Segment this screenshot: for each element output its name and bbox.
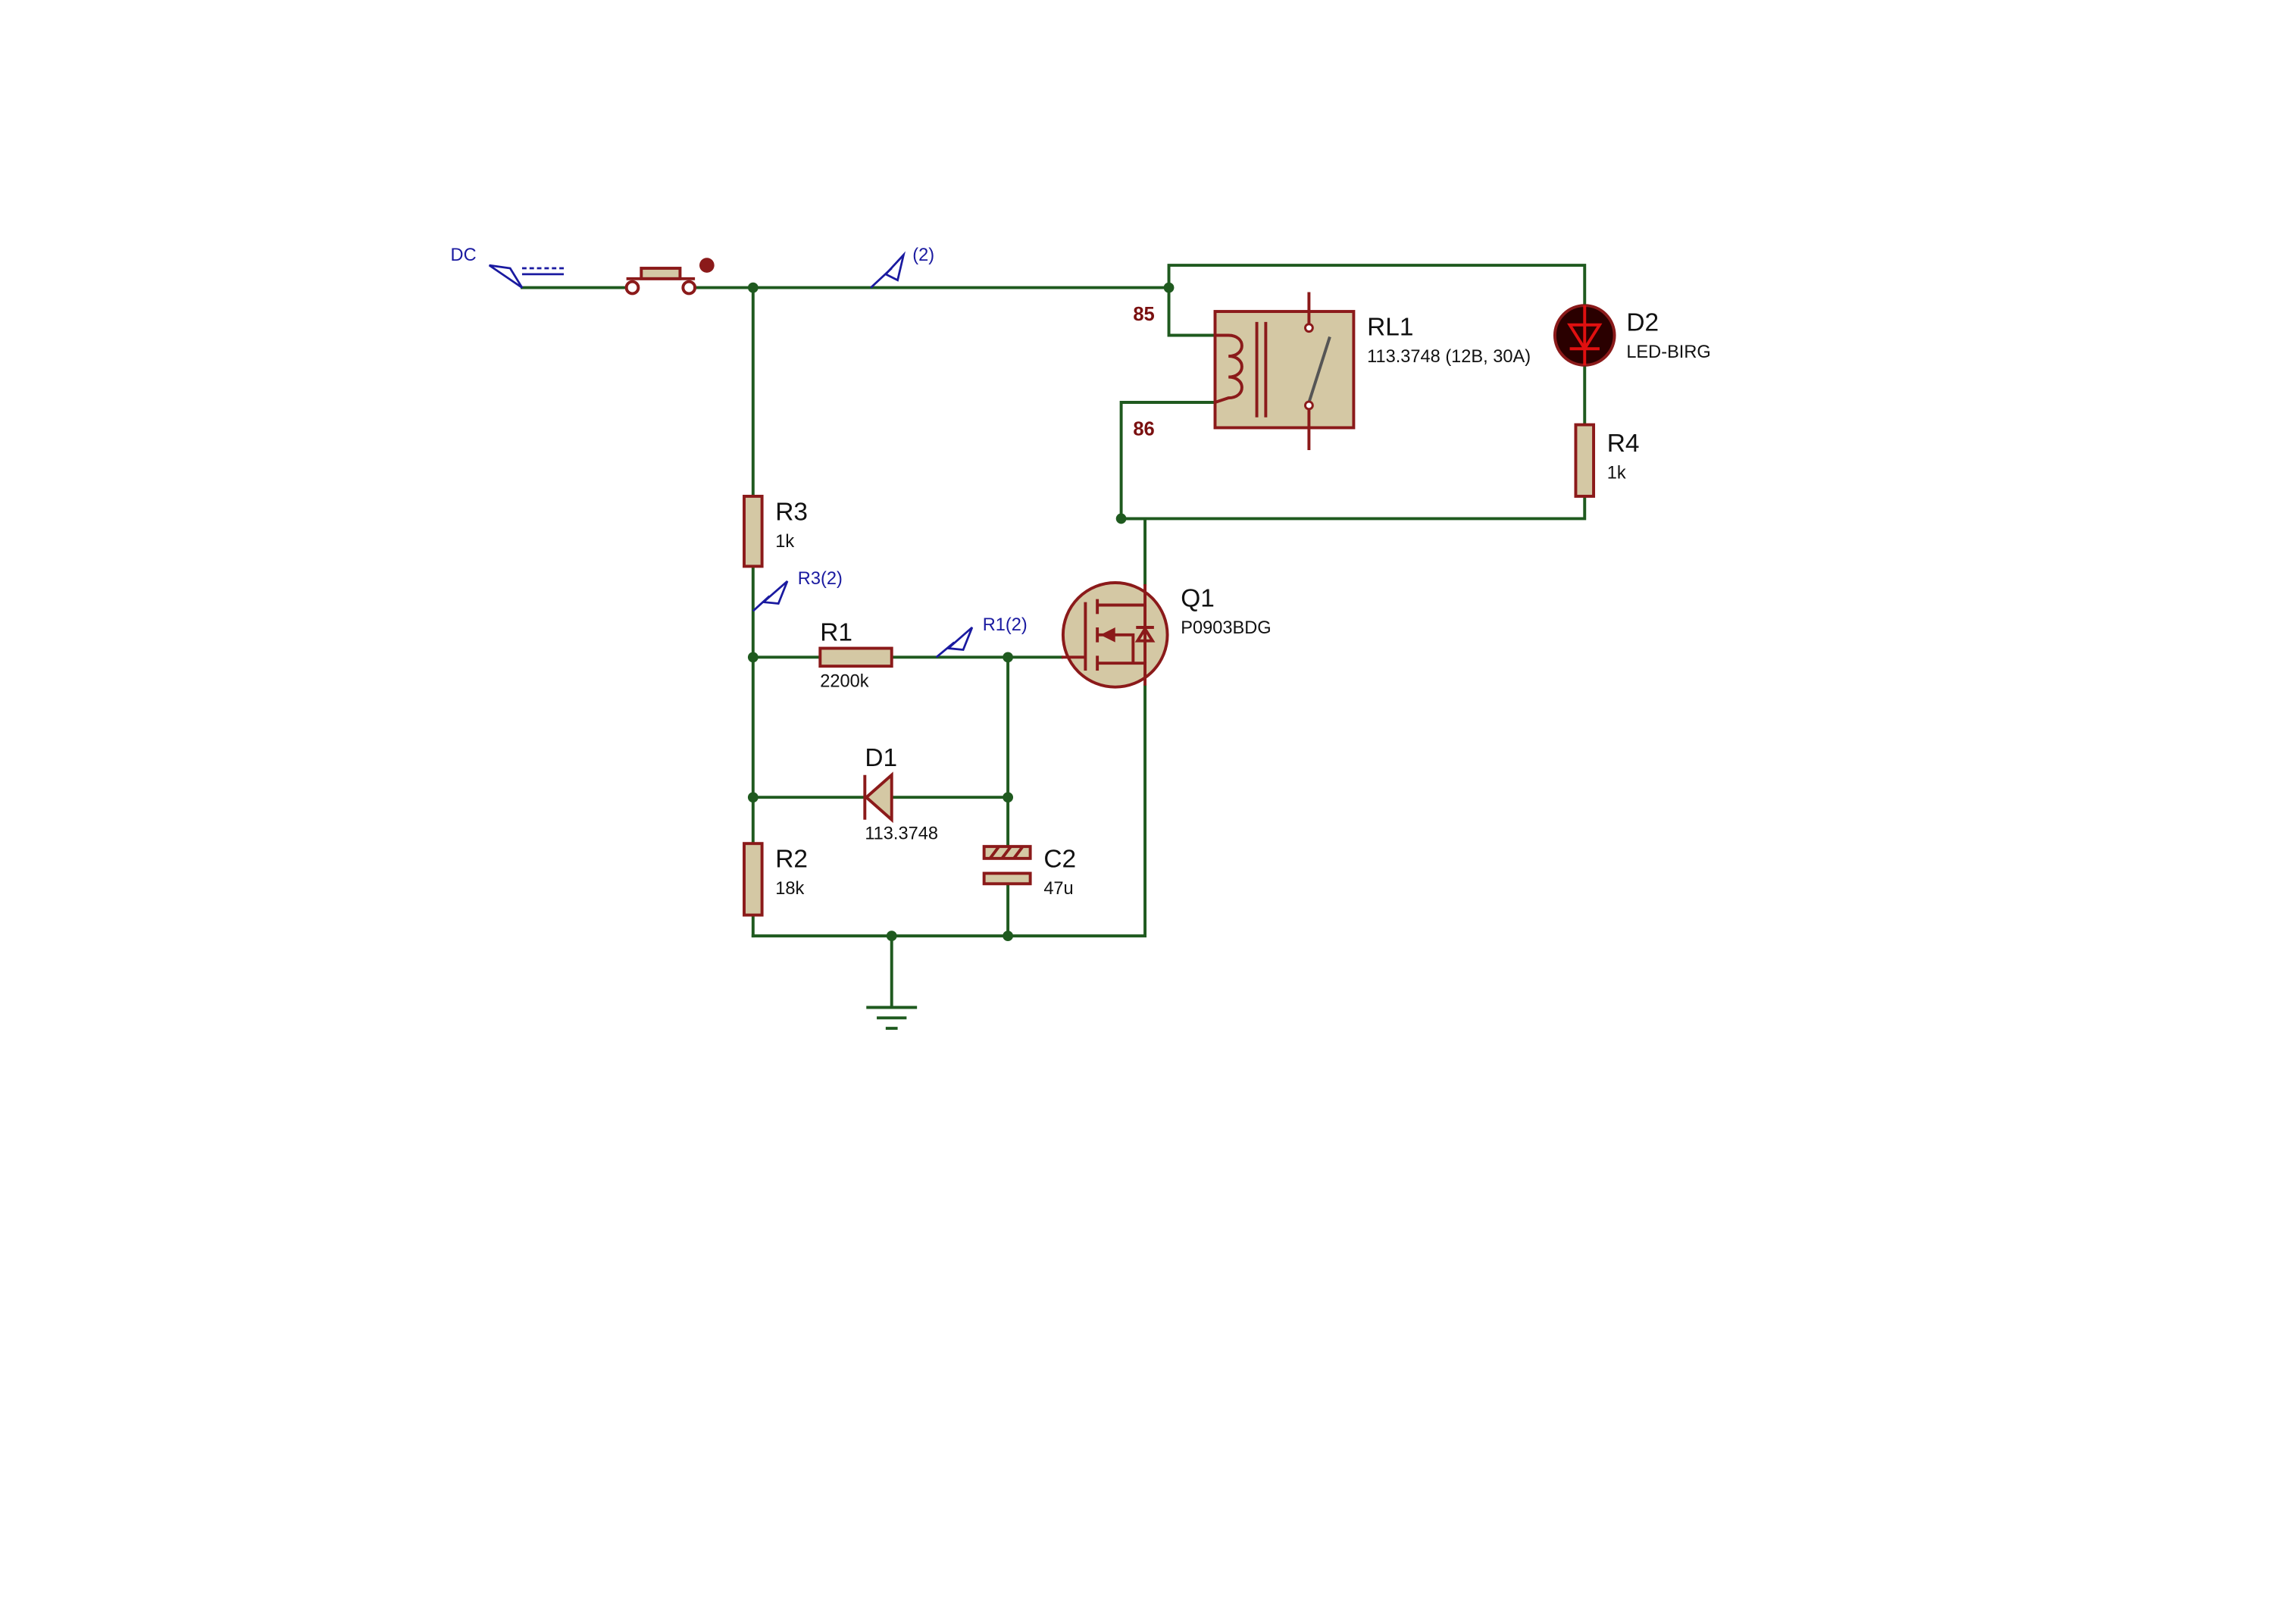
led-d2[interactable]: D2 LED-BIRG (1553, 304, 1711, 367)
mosfet-q1[interactable]: Q1 P0903BDG (1061, 581, 1272, 689)
r2-ref: R2 (775, 846, 808, 874)
c2-value: 47u (1043, 879, 1073, 899)
junction-dot (1003, 931, 1014, 942)
r1-value: 2200k (820, 672, 868, 692)
junction-dot (747, 792, 759, 803)
relay-pin-85: 85 (1133, 304, 1154, 325)
resistor-r1[interactable]: R1 2200k (818, 619, 893, 692)
q1-value: P0903BDG (1181, 618, 1271, 638)
switch-indicator-icon (699, 258, 715, 273)
dc-source[interactable]: DC (451, 246, 565, 289)
r2-value: 18k (775, 879, 804, 899)
voltage-probe-r1[interactable]: R1(2) (935, 615, 1028, 658)
c2-ref: C2 (1043, 846, 1076, 874)
resistor-r3[interactable]: R3 1k (743, 494, 808, 568)
push-button-switch[interactable] (624, 258, 715, 296)
junction-dot (1115, 513, 1127, 524)
r1-ref: R1 (820, 619, 852, 647)
probe-main-label: (2) (912, 246, 934, 265)
diode-d1[interactable]: D1 113.3748 (863, 744, 938, 843)
capacitor-c2[interactable]: C2 47u (982, 845, 1076, 899)
dc-source-label: DC (451, 246, 477, 265)
r3-ref: R3 (775, 498, 808, 526)
ground-icon (866, 1006, 918, 1031)
junction-dot (747, 652, 759, 663)
junctions (747, 282, 1175, 942)
junction-dot (1003, 792, 1014, 803)
voltage-probe-main[interactable]: (2) (870, 246, 934, 289)
r4-ref: R4 (1607, 430, 1640, 458)
junction-dot (1003, 652, 1014, 663)
r4-value: 1k (1607, 463, 1626, 483)
resistor-r4[interactable]: R4 1k (1574, 423, 1640, 498)
relay-value: 113.3748 (12В, 30А) (1367, 347, 1531, 367)
d1-value: 113.3748 (865, 824, 938, 843)
led-ref: D2 (1626, 309, 1659, 337)
wires (520, 264, 1587, 1009)
relay-rl1[interactable]: 85 86 RL1 113.3748 (12В, 30А) (1133, 292, 1531, 450)
junction-dot (747, 282, 759, 293)
d1-ref: D1 (865, 744, 897, 772)
q1-ref: Q1 (1181, 584, 1215, 612)
resistor-r2[interactable]: R2 18k (743, 842, 808, 917)
led-value: LED-BIRG (1626, 343, 1710, 362)
junction-dot (886, 931, 897, 942)
relay-ref: RL1 (1367, 314, 1413, 342)
probe-r1-label: R1(2) (983, 615, 1028, 635)
probe-r3-label: R3(2) (798, 569, 843, 589)
junction-dot (1163, 282, 1175, 293)
relay-pin-86: 86 (1133, 418, 1154, 439)
r3-value: 1k (775, 532, 794, 552)
voltage-probe-r3[interactable]: R3(2) (752, 569, 843, 612)
